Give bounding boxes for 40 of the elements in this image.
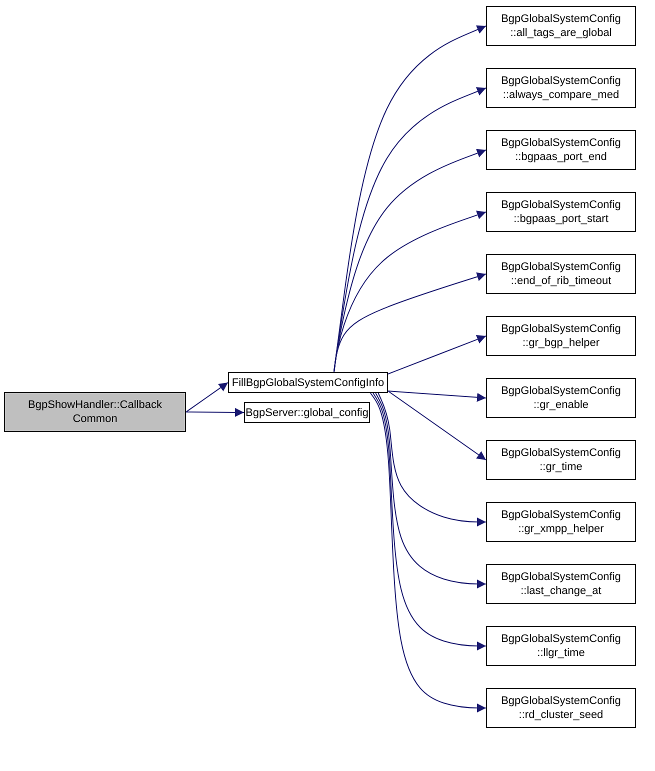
function-name: BgpGlobalSystemConfig ::last_change_at bbox=[500, 570, 622, 598]
function-box bbox=[486, 130, 636, 170]
highlighted-function-box bbox=[4, 392, 186, 432]
function-box bbox=[486, 254, 636, 294]
function-box bbox=[486, 316, 636, 356]
function-name: BgpGlobalSystemConfig ::gr_xmpp_helper bbox=[500, 508, 622, 536]
function-name: BgpGlobalSystemConfig ::gr_bgp_helper bbox=[500, 322, 622, 350]
function-name: BgpGlobalSystemConfig ::rd_cluster_seed bbox=[500, 694, 622, 722]
function-name: BgpGlobalSystemConfig ::all_tags_are_global bbox=[500, 12, 622, 40]
function-box bbox=[486, 688, 636, 728]
function-box bbox=[228, 372, 388, 393]
function-box bbox=[486, 440, 636, 480]
arrow bbox=[334, 272, 486, 372]
function-name: BgpGlobalSystemConfig ::always_compare_med bbox=[500, 74, 622, 102]
function-box bbox=[486, 68, 636, 108]
function-name: BgpGlobalSystemConfig ::bgpaas_port_start bbox=[500, 198, 622, 226]
function-box bbox=[486, 626, 636, 666]
function-box bbox=[486, 378, 636, 418]
function-box bbox=[486, 192, 636, 232]
function-box bbox=[486, 6, 636, 46]
arrow bbox=[388, 390, 486, 460]
arrow bbox=[372, 392, 486, 650]
function-box bbox=[486, 564, 636, 604]
function-name: BgpGlobalSystemConfig ::llgr_time bbox=[500, 632, 622, 660]
function-name: BgpGlobalSystemConfig ::end_of_rib_timeout bbox=[500, 260, 622, 288]
function-box bbox=[244, 402, 370, 423]
arrow bbox=[375, 392, 486, 588]
arrow bbox=[370, 392, 486, 712]
arrow bbox=[388, 390, 486, 402]
function-name: BgpGlobalSystemConfig ::gr_time bbox=[500, 446, 622, 474]
function-name: FillBgpGlobalSystemConfigInfo bbox=[230, 376, 386, 390]
arrow bbox=[388, 335, 486, 374]
arrow bbox=[186, 408, 244, 417]
arrow bbox=[378, 392, 486, 526]
function-box bbox=[486, 502, 636, 542]
function-name: BgpGlobalSystemConfig ::bgpaas_port_end bbox=[500, 136, 622, 164]
function-name: BgpShowHandler::Callback Common bbox=[27, 398, 163, 426]
function-name: BgpServer::global_config bbox=[244, 406, 370, 420]
function-name: BgpGlobalSystemConfig ::gr_enable bbox=[500, 384, 622, 412]
arrow bbox=[186, 382, 228, 412]
